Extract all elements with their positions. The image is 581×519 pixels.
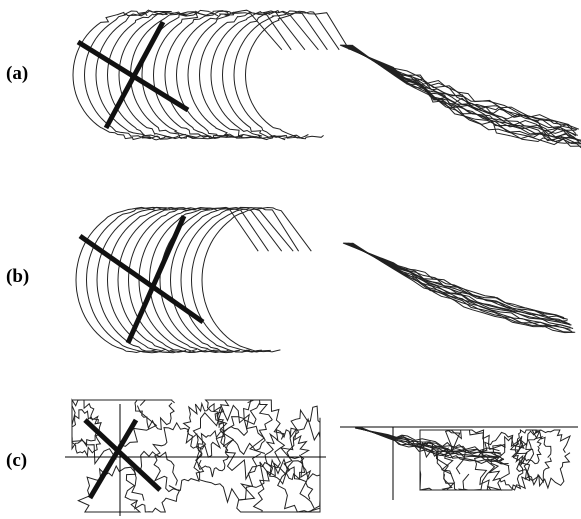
- panel-b-strand: [345, 243, 568, 319]
- panel-c-trace: [265, 428, 309, 483]
- panel-b-ring: [181, 207, 293, 352]
- panel-b-strand: [347, 243, 571, 325]
- panel-c-trace: [78, 466, 144, 512]
- panel-b-strand: [343, 243, 564, 318]
- panel-b-ring: [171, 208, 282, 353]
- panel-b-side-view: [343, 243, 575, 333]
- panel-a-ring: [246, 11, 350, 139]
- panel-b-ring: [202, 208, 311, 352]
- panel-a-strand: [341, 45, 577, 130]
- panel-b-strand: [344, 243, 565, 319]
- panel-b-ring: [150, 208, 259, 352]
- panel-c-trace: [193, 405, 265, 502]
- panel-b-cross-bar: [128, 216, 184, 343]
- panel-c-trace: [278, 419, 320, 512]
- panel-a-strand: [343, 45, 576, 136]
- panel-c-side-trace: [523, 430, 570, 488]
- panel-a-strand: [340, 45, 572, 128]
- panel-c-side-trace: [513, 431, 551, 485]
- panel-a-strand: [346, 45, 578, 135]
- panel-c-side-view: [340, 427, 578, 500]
- panel-b-strand: [350, 243, 570, 329]
- panel-b-front-view: [76, 207, 311, 352]
- panel-c-front-view: [65, 400, 326, 516]
- panel-b-ring: [192, 208, 299, 352]
- panel-a-ring: [223, 11, 328, 140]
- panel-a-strand: [347, 45, 581, 142]
- panel-c-trace: [184, 404, 225, 458]
- panel-c-strand: [355, 428, 500, 451]
- panel-a-front-view: [73, 10, 349, 140]
- panel-a-side-view: [340, 45, 581, 148]
- panel-a-ring: [234, 11, 339, 138]
